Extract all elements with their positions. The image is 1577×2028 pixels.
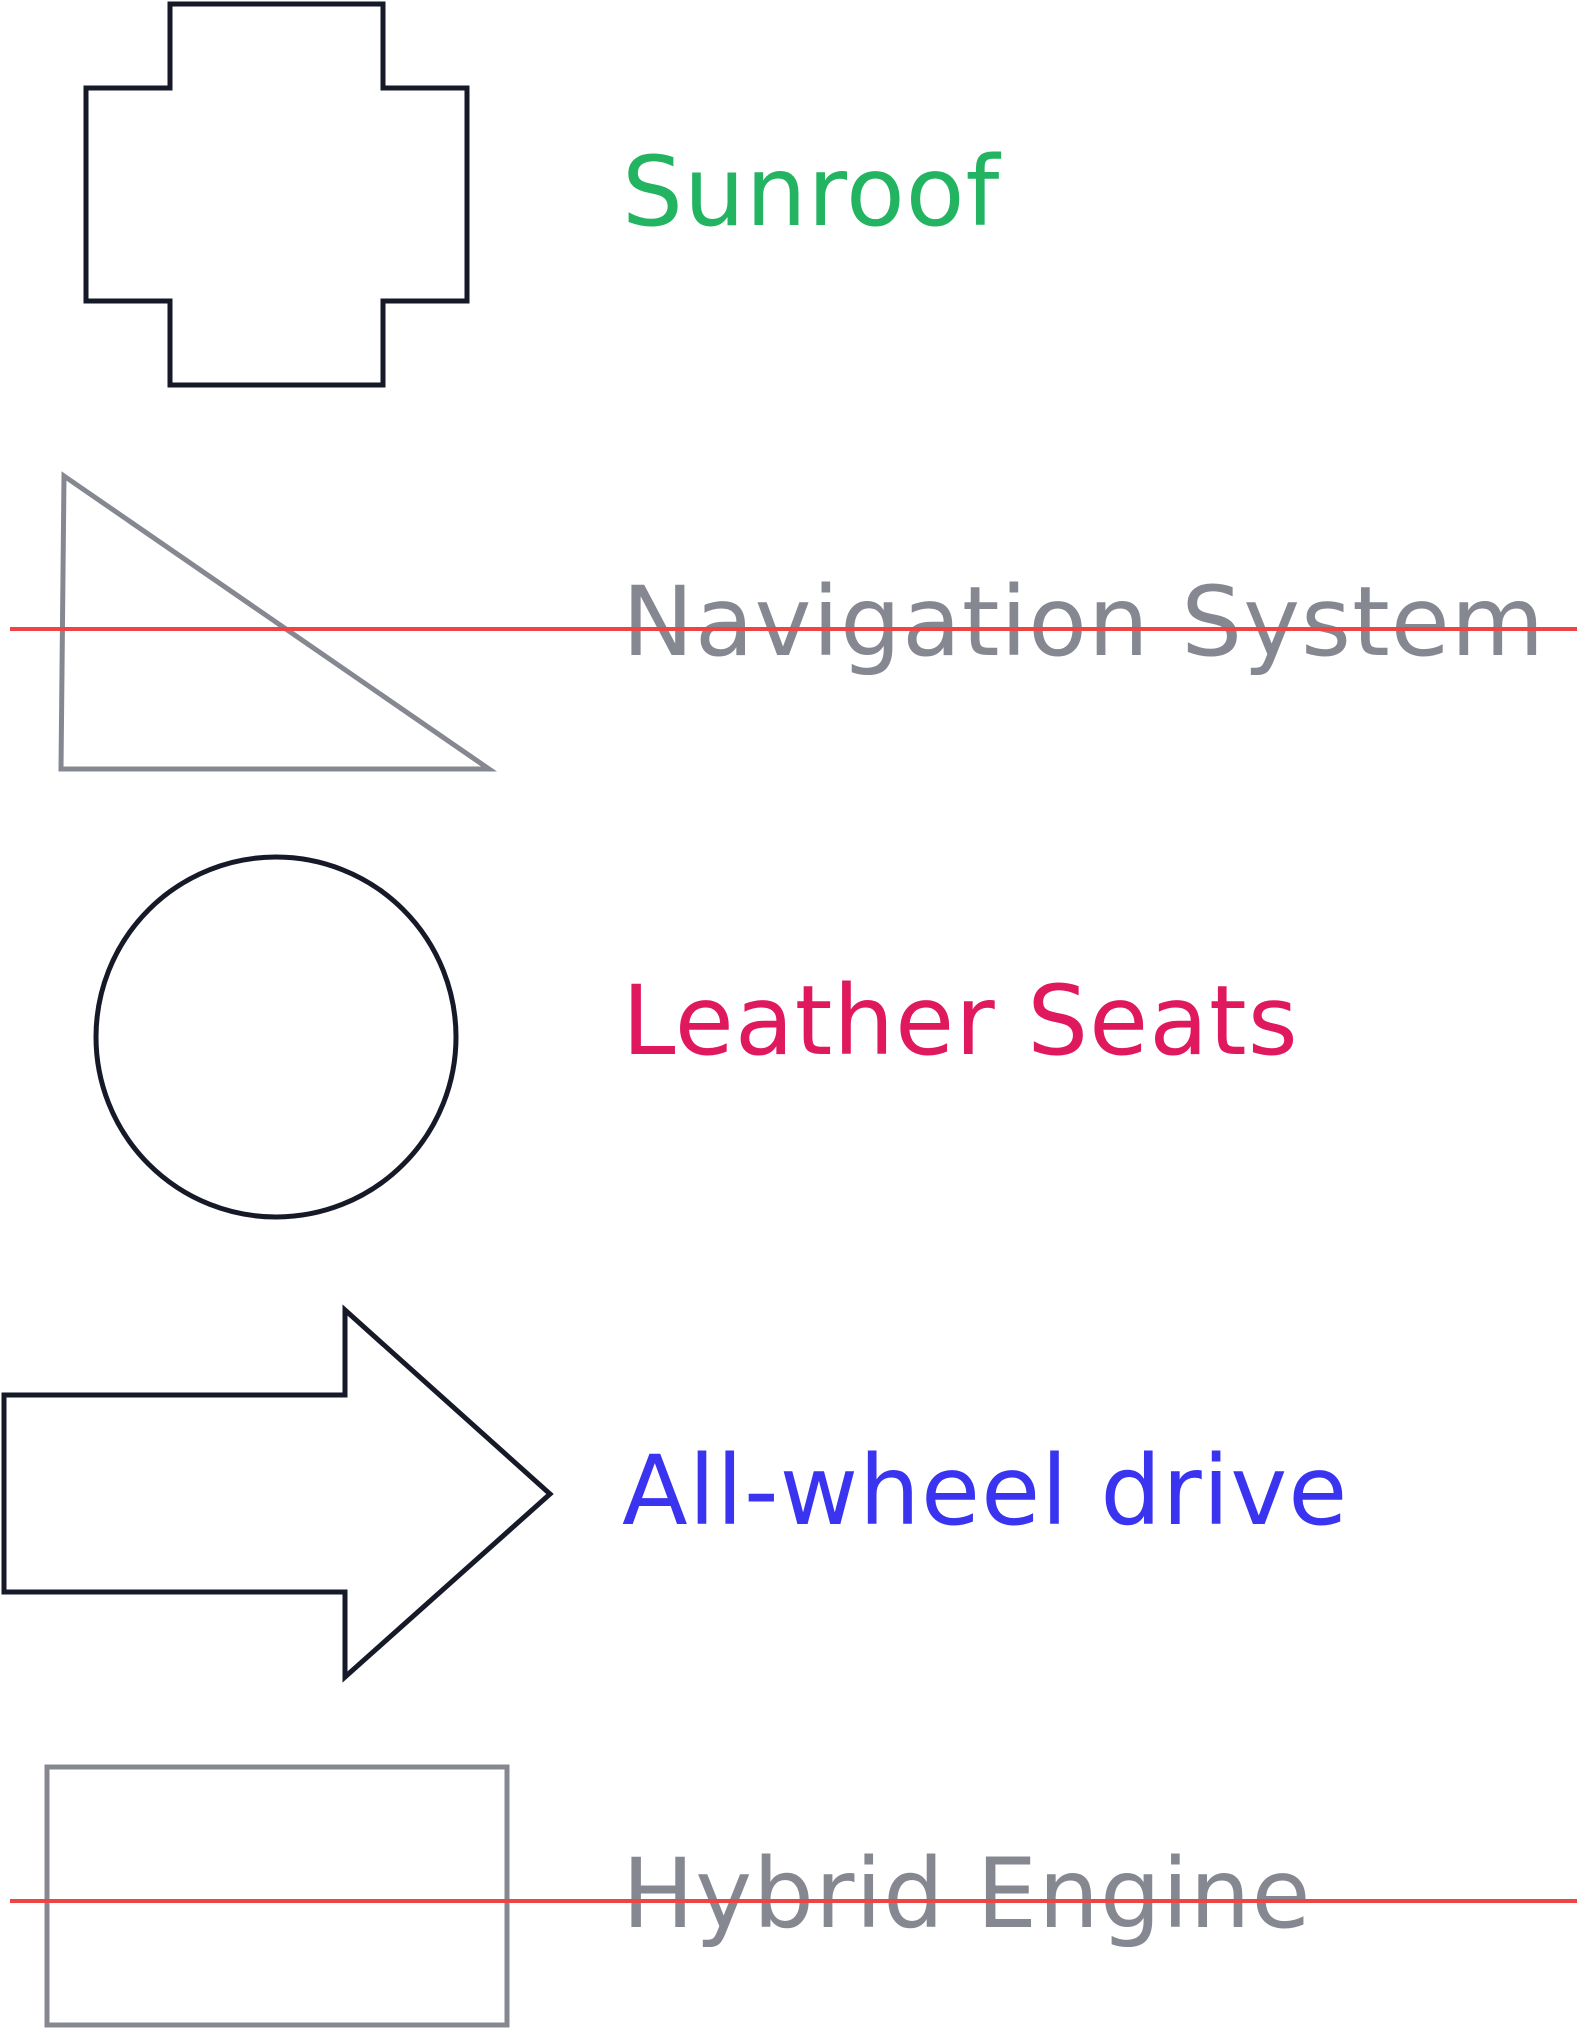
option-label-hybrid-engine[interactable]: Hybrid Engine — [622, 1838, 1312, 1950]
strikethrough-line-hybrid-engine — [10, 1899, 1577, 1903]
option-label-all-wheel-drive[interactable]: All-wheel drive — [622, 1435, 1349, 1547]
circle-icon[interactable] — [93, 854, 459, 1220]
strikethrough-line-navigation-system — [10, 627, 1577, 631]
option-label-leather-seats[interactable]: Leather Seats — [622, 965, 1299, 1077]
option-label-sunroof[interactable]: Sunroof — [622, 136, 1001, 248]
plus-cross-icon[interactable] — [83, 1, 470, 388]
option-label-navigation-system[interactable]: Navigation System — [622, 566, 1546, 678]
rectangle-icon[interactable] — [44, 1764, 510, 2028]
right-triangle-icon[interactable] — [58, 471, 498, 772]
right-arrow-icon[interactable] — [1, 1304, 554, 1683]
